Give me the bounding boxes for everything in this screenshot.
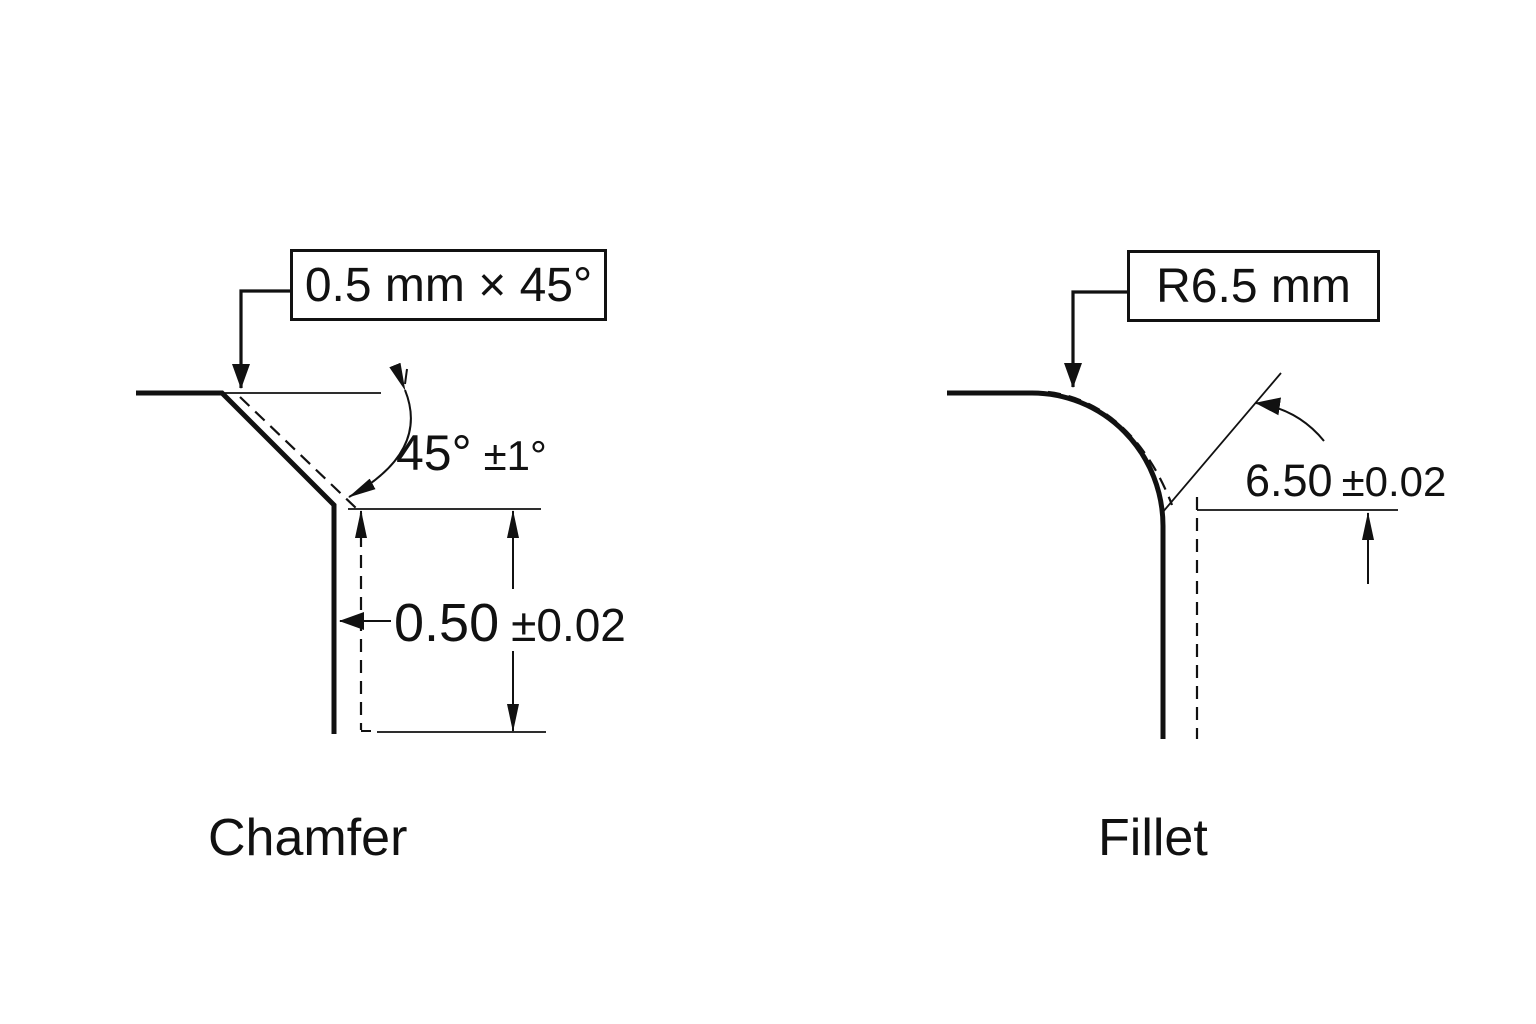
chamfer-angle-dimension: 45° ±1° [396,428,547,478]
chamfer-depth-value: 0.50 [394,593,500,653]
fillet-figure [947,290,1398,739]
fillet-radius-value: 6.50 [1245,455,1333,506]
chamfer-callout-label: 0.5 mm × 45° [304,258,593,312]
fillet-radius-tolerance: ±0.02 [1341,458,1447,505]
fillet-tolerance-dashed-arc [1047,390,1174,506]
fillet-caption: Fillet [1098,809,1208,867]
chamfer-depth-tolerance: ±0.02 [511,599,626,651]
chamfer-depth-dimension: 0.50 ±0.02 [394,596,626,650]
chamfer-callout-leader-arrow [232,289,290,389]
chamfer-callout-box: 0.5 mm × 45° [290,249,607,321]
fillet-profile-outline [947,390,1166,739]
angle-arc-stub [404,368,408,385]
fillet-radius-line [1161,372,1282,514]
chamfer-angle-tolerance: ±1° [483,432,547,479]
angle-dimension-arc [348,362,412,498]
chamfer-profile-outline [136,390,337,734]
chamfer-figure [136,289,546,734]
fillet-radius-dimension: 6.50 ±0.02 [1245,458,1446,503]
chamfer-caption: Chamfer [208,809,408,867]
chamfer-tolerance-dashed-diagonal [239,396,358,510]
fillet-callout-label: R6.5 mm [1156,259,1351,313]
radius-curved-leader-arrow [1255,397,1325,442]
fillet-callout-box: R6.5 mm [1127,250,1380,322]
chamfer-angle-value: 45° [396,425,472,481]
fillet-callout-leader-arrow [1064,290,1127,388]
